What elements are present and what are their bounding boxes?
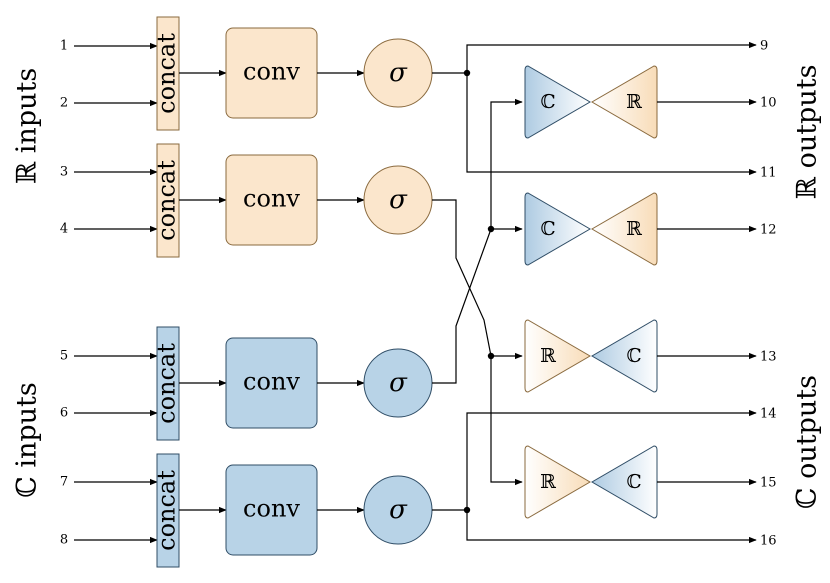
activation-node-real-2: σ [363,165,433,235]
activation-node-complex-2: σ [363,475,433,545]
input-port-8: 8 [60,533,68,548]
conv-label: conv [243,185,300,213]
output-port-9: 9 [760,39,768,54]
input-port-3: 3 [60,165,68,180]
mixer-left-label: ℝ [540,471,556,493]
concat-label: concat [153,343,181,424]
output-port-13: 13 [760,350,777,365]
conv-label: conv [243,495,300,523]
mixer-left-label: ℂ [540,218,555,240]
output-port-15: 15 [760,476,777,491]
mixer-right-label: ℝ [626,218,642,240]
conv-block-real-2: conv [225,154,318,246]
concat-label: concat [153,470,181,551]
conv-block-complex-1: conv [225,337,318,429]
conv-label: conv [243,368,300,396]
complex-inputs-label: ℂ inputs [12,382,43,497]
conv-to-activation-arrows [317,69,365,514]
mixer-right-label: ℂ [626,345,641,367]
mixer-right-label: ℂ [626,471,641,493]
input-arrows [74,42,158,544]
mixer-left-label: ℝ [540,345,556,367]
input-port-6: 6 [60,406,68,421]
activation-node-complex-1: σ [363,348,433,418]
conv-label: conv [243,58,300,86]
input-port-5: 5 [60,349,68,364]
real-inputs-label: ℝ inputs [12,68,43,184]
mixer-output-arrows [657,98,757,486]
real-outputs-label: ℝ outputs [792,65,823,200]
concat-label: concat [153,33,181,114]
concat-to-conv-arrows [179,69,227,514]
input-port-4: 4 [60,222,68,237]
concat-block-real-2: concat [153,143,181,258]
mixer-block-4: ℝ ℂ [524,445,658,519]
output-port-12: 12 [760,223,777,238]
routing-wires [432,41,757,544]
input-port-2: 2 [60,96,68,111]
conv-block-complex-2: conv [225,464,318,556]
sigma-label: σ [389,185,408,215]
concat-block-complex-2: concat [153,453,181,568]
activation-node-real-1: σ [363,38,433,108]
mixer-block-1: ℂ ℝ [524,65,658,139]
mixer-block-2: ℂ ℝ [524,192,658,266]
conv-block-real-1: conv [225,27,318,119]
sigma-label: σ [389,368,408,398]
concat-block-real-1: concat [153,16,181,131]
mixer-block-3: ℝ ℂ [524,319,658,393]
junction-dots [463,69,495,514]
concat-block-complex-1: concat [153,326,181,441]
sigma-label: σ [389,58,408,88]
output-port-10: 10 [760,96,777,111]
mixer-left-label: ℂ [540,91,555,113]
concat-label: concat [153,160,181,241]
output-port-14: 14 [760,407,777,422]
input-port-1: 1 [60,39,68,54]
output-port-11: 11 [760,166,777,181]
output-port-16: 16 [760,534,777,549]
complex-outputs-label: ℂ outputs [792,375,823,509]
input-port-7: 7 [60,475,68,490]
sigma-label: σ [389,495,408,525]
mixer-right-label: ℝ [626,91,642,113]
